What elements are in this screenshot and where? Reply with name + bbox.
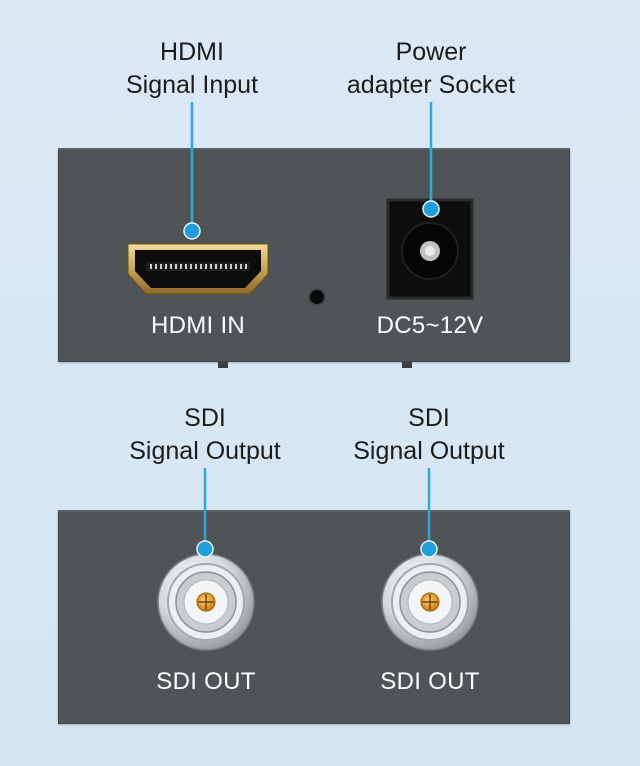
callout-hdmi-input: HDMI Signal Input [122, 36, 262, 102]
hdmi-port-icon [127, 243, 269, 295]
callout-sdi-left-line1: SDI [184, 404, 226, 432]
hdmi-in-label: HDMI IN [150, 312, 246, 339]
bnc-connector-icon [157, 553, 255, 651]
panel-foot-left [218, 362, 228, 368]
callout-sdi-left-line2: Signal Output [129, 437, 281, 465]
callout-hdmi-line1: HDMI [160, 38, 224, 66]
bnc-connector-icon [381, 553, 479, 651]
callout-sdi-right-line2: Signal Output [353, 437, 505, 465]
panel-top-edge [58, 148, 570, 150]
callout-power-socket: Power adapter Socket [336, 36, 526, 102]
panel-top-edge [58, 510, 570, 512]
sdi-out-left-label: SDI OUT [156, 668, 256, 695]
dc-power-jack-icon [386, 198, 474, 300]
callout-power-line2: adapter Socket [346, 71, 516, 99]
callout-sdi-output-left: SDI Signal Output [120, 402, 290, 468]
converter-top-panel: HDMI IN DC5~12V [58, 148, 570, 368]
led-indicator-icon [308, 288, 326, 306]
callout-sdi-output-right: SDI Signal Output [344, 402, 514, 468]
converter-bottom-panel: SDI OUT SDI OUT [58, 510, 570, 724]
callout-power-line1: Power [395, 38, 467, 66]
callout-sdi-right-line1: SDI [408, 404, 450, 432]
panel-foot-right [402, 362, 412, 368]
callout-hdmi-line2: Signal Input [125, 71, 259, 99]
power-dc-label: DC5~12V [376, 312, 484, 339]
sdi-out-right-label: SDI OUT [380, 668, 480, 695]
